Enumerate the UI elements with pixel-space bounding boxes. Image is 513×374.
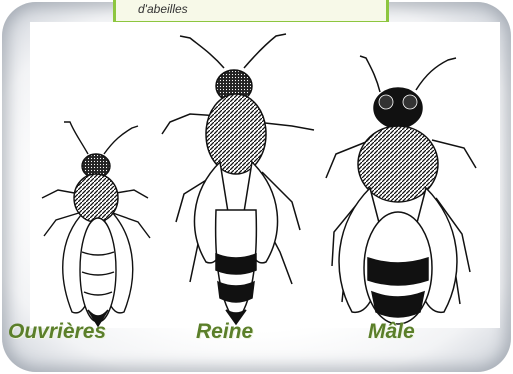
- worker-bee: [42, 122, 150, 326]
- illustration-panel: [30, 22, 500, 328]
- caption-drone: Mâle: [368, 320, 415, 350]
- drone-bee: [326, 56, 476, 324]
- caption-worker: Ouvrières: [8, 320, 106, 350]
- queen-bee: [162, 34, 314, 324]
- title-note: d'abeilles: [113, 0, 389, 24]
- bees-illustration: [30, 22, 500, 328]
- title-note-text: d'abeilles: [138, 2, 188, 16]
- caption-queen: Reine: [196, 320, 253, 350]
